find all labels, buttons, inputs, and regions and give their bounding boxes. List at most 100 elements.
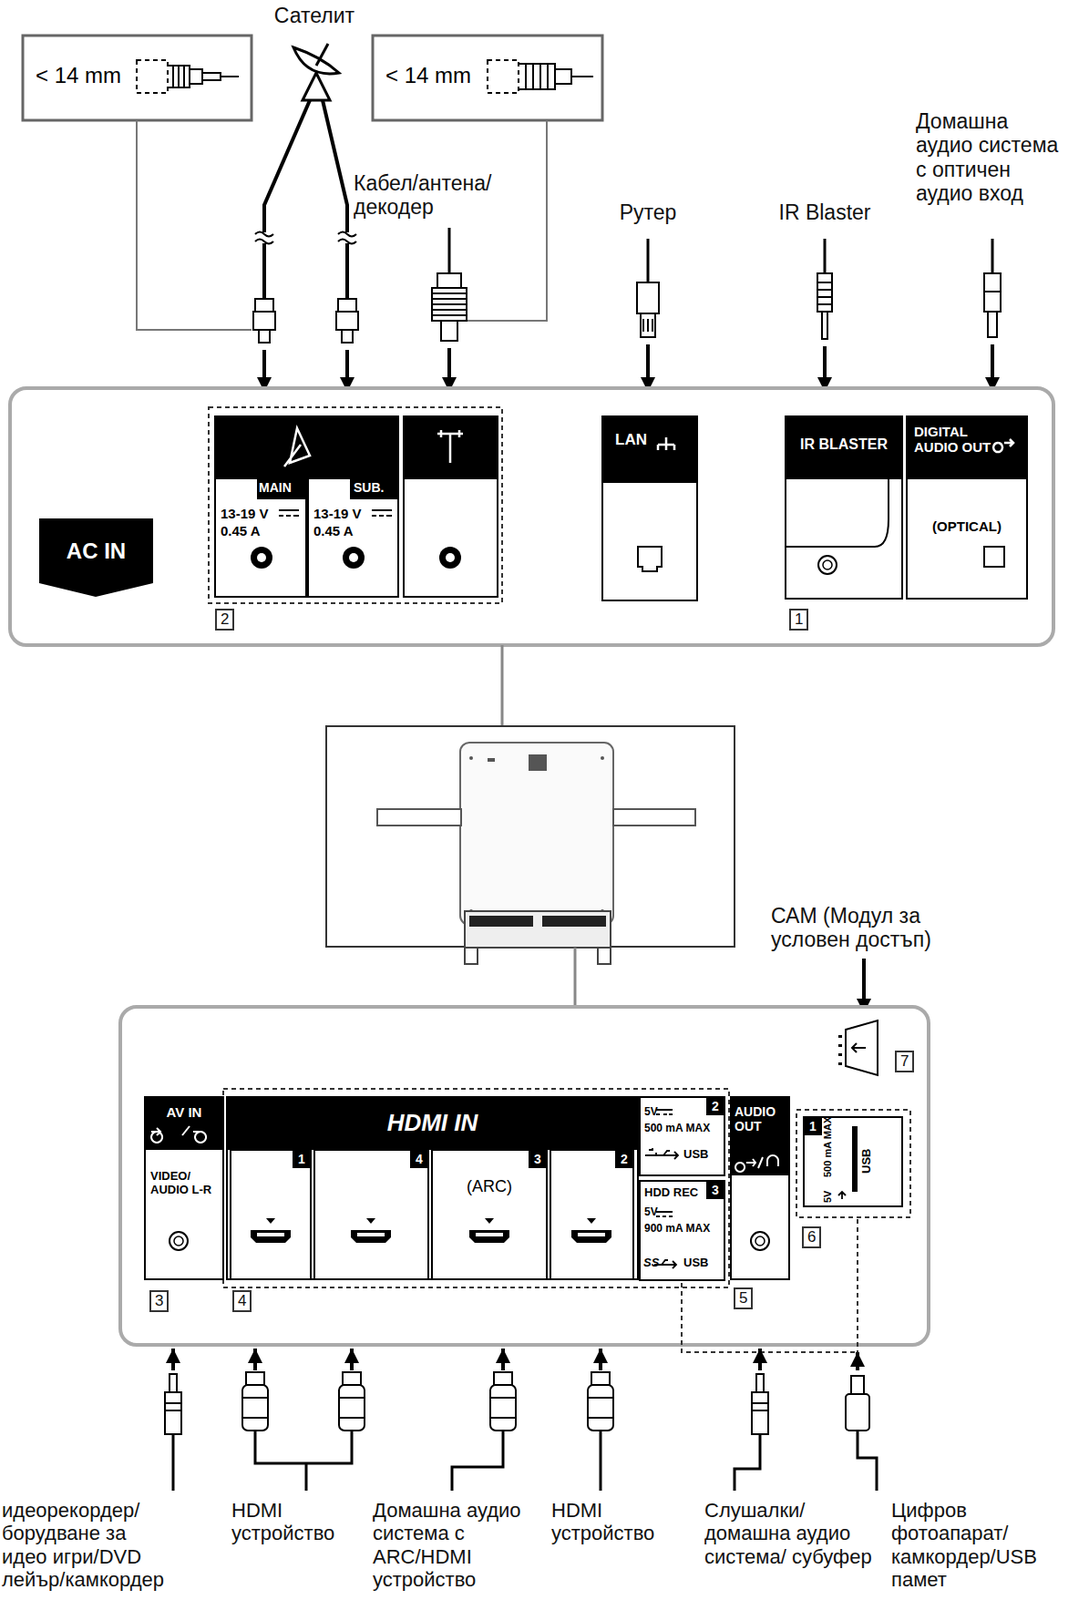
- drawing-part: [487, 60, 519, 93]
- drawing-part: [469, 915, 534, 927]
- port-label: 13-19 V: [220, 505, 269, 522]
- drawing-part: [293, 47, 340, 74]
- drawing-part: [255, 232, 357, 244]
- port-box: AC IN: [39, 518, 154, 597]
- drawing-part: [215, 416, 1028, 601]
- drawing-part: [751, 1392, 769, 1435]
- drawing-part: [338, 232, 357, 244]
- port-label: SUB.: [353, 480, 384, 495]
- drawing-part: [602, 416, 698, 483]
- drawing-part: [490, 1385, 516, 1431]
- drawing-part: [851, 1376, 864, 1395]
- drawing-part: [525, 63, 548, 90]
- port-label: USB: [683, 1256, 709, 1271]
- drawing-part: [377, 809, 696, 826]
- drawing-part: [600, 756, 605, 761]
- port-label: SS: [643, 1256, 659, 1271]
- drawing-part: [803, 1117, 903, 1207]
- drawing-part: [542, 915, 607, 927]
- port-label: 1: [292, 1150, 311, 1169]
- port-label: 5V: [644, 1206, 658, 1220]
- drawing-part: [906, 416, 1028, 480]
- port-label: HDMI IN: [226, 1109, 638, 1138]
- drawing-part: [852, 1043, 866, 1053]
- drawing-part: [785, 479, 889, 547]
- port-label: < 14 mm: [35, 62, 122, 89]
- port-box: LAN: [602, 416, 698, 601]
- drawing-part: [326, 726, 735, 947]
- drawing-part: [755, 1236, 765, 1246]
- drawing-part: [171, 1348, 175, 1371]
- port-label: 500 mA MAX: [644, 1122, 710, 1136]
- drawing-part: [255, 1430, 352, 1491]
- port-label: USB: [860, 1149, 874, 1174]
- port-box: SUB.13-19 V0.45 A: [308, 416, 399, 597]
- drawing-part: [173, 1430, 877, 1491]
- drawing-part: [602, 416, 698, 601]
- drawing-part: [838, 1053, 843, 1057]
- drawing-part: [990, 344, 995, 392]
- drawing-part: [587, 1385, 614, 1431]
- drawing-part: [855, 1352, 860, 1371]
- device-label: Кабел/антена/ декодер: [353, 171, 527, 220]
- drawing-part: [169, 1232, 188, 1251]
- drawing-part: [39, 518, 154, 597]
- callout-number: 3: [149, 1290, 169, 1313]
- drawing-part: [256, 1232, 606, 1237]
- drawing-part: [756, 1374, 764, 1393]
- drawing-part: [22, 35, 252, 121]
- drawing-part: [349, 553, 359, 563]
- drawing-part: [264, 100, 348, 301]
- port-label: 2: [615, 1150, 634, 1169]
- device-label: Слушалки/ домашна аудио система/ субуфер: [704, 1499, 878, 1569]
- drawing-part: [647, 238, 650, 283]
- drawing-part: [284, 428, 1014, 467]
- port-label: VIDEO/ AUDIO L-R: [150, 1170, 222, 1198]
- drawing-part: [339, 1385, 365, 1431]
- drawing-part: [349, 1348, 354, 1371]
- drawing-part: [338, 232, 357, 245]
- port-box: 25V500 mA MAXUSB: [639, 1097, 725, 1176]
- drawing-part: [643, 318, 653, 332]
- drawing-part: [255, 232, 357, 245]
- drawing-part: [735, 1155, 779, 1172]
- drawing-part: [823, 238, 827, 274]
- drawing-part: [460, 742, 614, 925]
- drawing-part: [587, 1397, 614, 1418]
- drawing-part: [431, 287, 467, 321]
- drawing-part: [991, 238, 995, 274]
- drawing-part: [230, 1150, 311, 1280]
- drawing-part: [349, 479, 399, 500]
- drawing-part: [256, 553, 267, 563]
- drawing-part: [256, 553, 455, 563]
- drawing-part: [845, 1394, 870, 1431]
- device-label: идеорекордер/ борудване за идео игри/DVD…: [1, 1499, 171, 1592]
- drawing-part: [469, 754, 605, 914]
- drawing-part: [431, 273, 1001, 341]
- drawing-part: [636, 282, 659, 314]
- port-box: < 14 mm: [372, 35, 603, 121]
- drawing-part: [730, 1097, 790, 1280]
- drawing-part: [144, 1097, 224, 1280]
- drawing-part: [528, 754, 547, 771]
- drawing-part: [838, 1035, 843, 1038]
- drawing-part: [645, 1099, 855, 1269]
- callout-number: 1: [789, 608, 809, 631]
- drawing-part: [284, 428, 463, 467]
- drawing-part: [174, 1236, 184, 1246]
- callout-number: 6: [801, 1226, 822, 1249]
- drawing-part: [785, 416, 903, 480]
- port-label: AV IN: [144, 1104, 224, 1120]
- drawing-part: [164, 1374, 870, 1435]
- port-label: 3: [528, 1150, 547, 1169]
- drawing-part: [173, 1348, 858, 1371]
- drawing-part: [657, 437, 675, 451]
- drawing-part: [856, 1219, 859, 1353]
- drawing-part: [336, 311, 359, 330]
- drawing-part: [342, 1372, 361, 1386]
- port-label: IR BLASTER: [785, 436, 903, 453]
- port-label: HDD REC: [644, 1186, 699, 1201]
- drawing-part: [838, 1035, 843, 1066]
- drawing-part: [449, 227, 993, 283]
- drawing-part: [681, 1283, 858, 1353]
